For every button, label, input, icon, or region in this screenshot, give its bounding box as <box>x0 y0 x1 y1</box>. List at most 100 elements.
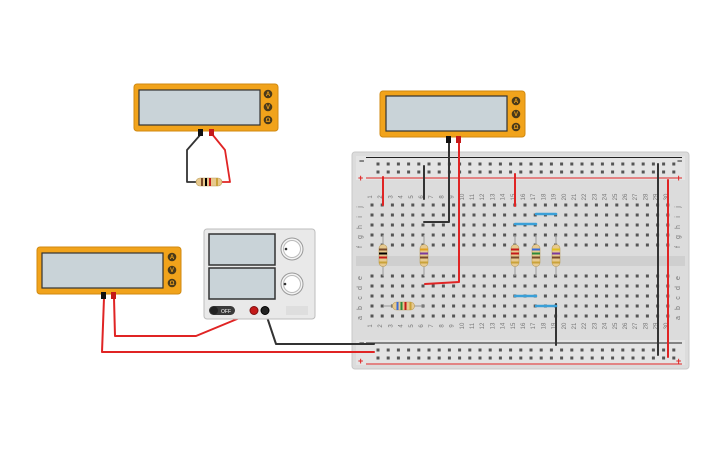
breadboard-hole[interactable] <box>615 233 619 237</box>
mode-selector[interactable]: A V Ω <box>263 89 273 125</box>
breadboard-hole[interactable] <box>452 304 456 308</box>
breadboard-hole[interactable] <box>625 294 629 298</box>
breadboard-hole[interactable] <box>611 348 615 352</box>
breadboard-hole[interactable] <box>509 348 513 352</box>
breadboard-hole[interactable] <box>574 223 578 227</box>
breadboard-hole[interactable] <box>584 314 588 318</box>
breadboard-hole[interactable] <box>380 304 384 308</box>
breadboard-hole[interactable] <box>539 170 543 174</box>
breadboard-hole[interactable] <box>441 203 445 207</box>
breadboard-hole[interactable] <box>584 284 588 288</box>
mode-ohms[interactable]: Ω <box>170 281 175 287</box>
breadboard-hole[interactable] <box>672 348 676 352</box>
breadboard-hole[interactable] <box>503 233 507 237</box>
breadboard-hole[interactable] <box>584 274 588 278</box>
breadboard-hole[interactable] <box>407 356 411 360</box>
breadboard-hole[interactable] <box>662 348 666 352</box>
breadboard-hole[interactable] <box>462 294 466 298</box>
breadboard-hole[interactable] <box>482 314 486 318</box>
breadboard-hole[interactable] <box>605 213 609 217</box>
breadboard-hole[interactable] <box>380 213 384 217</box>
breadboard-hole[interactable] <box>533 284 537 288</box>
breadboard-hole[interactable] <box>492 284 496 288</box>
breadboard-hole[interactable] <box>625 314 629 318</box>
breadboard-hole[interactable] <box>411 284 415 288</box>
breadboard-hole[interactable] <box>462 243 466 247</box>
breadboard-hole[interactable] <box>533 213 537 217</box>
breadboard-hole[interactable] <box>605 233 609 237</box>
breadboard-hole[interactable] <box>431 213 435 217</box>
breadboard-hole[interactable] <box>554 294 558 298</box>
breadboard-hole[interactable] <box>407 170 411 174</box>
breadboard-hole[interactable] <box>615 304 619 308</box>
breadboard-hole[interactable] <box>662 162 666 166</box>
breadboard-hole[interactable] <box>645 233 649 237</box>
breadboard-hole[interactable] <box>611 356 615 360</box>
breadboard-hole[interactable] <box>509 162 513 166</box>
breadboard-hole[interactable] <box>437 162 441 166</box>
breadboard-hole[interactable] <box>672 170 676 174</box>
breadboard-hole[interactable] <box>488 356 492 360</box>
breadboard-hole[interactable] <box>533 203 537 207</box>
breadboard-hole[interactable] <box>427 162 431 166</box>
breadboard-hole[interactable] <box>427 348 431 352</box>
breadboard-hole[interactable] <box>492 274 496 278</box>
breadboard-hole[interactable] <box>651 162 655 166</box>
resistor-loose[interactable] <box>195 177 223 187</box>
breadboard-hole[interactable] <box>492 294 496 298</box>
breadboard-hole[interactable] <box>594 213 598 217</box>
breadboard-hole[interactable] <box>554 223 558 227</box>
breadboard-hole[interactable] <box>376 162 380 166</box>
breadboard-hole[interactable] <box>411 233 415 237</box>
breadboard-hole[interactable] <box>390 294 394 298</box>
breadboard-hole[interactable] <box>503 314 507 318</box>
breadboard-hole[interactable] <box>564 203 568 207</box>
breadboard-hole[interactable] <box>478 356 482 360</box>
breadboard-hole[interactable] <box>641 162 645 166</box>
breadboard-hole[interactable] <box>523 314 527 318</box>
breadboard-hole[interactable] <box>625 284 629 288</box>
breadboard-hole[interactable] <box>523 304 527 308</box>
breadboard-hole[interactable] <box>584 243 588 247</box>
breadboard-hole[interactable] <box>519 162 523 166</box>
breadboard-hole[interactable] <box>543 243 547 247</box>
breadboard-hole[interactable] <box>513 284 517 288</box>
breadboard-hole[interactable] <box>462 314 466 318</box>
breadboard-hole[interactable] <box>539 356 543 360</box>
breadboard-hole[interactable] <box>635 314 639 318</box>
breadboard-hole[interactable] <box>390 233 394 237</box>
breadboard-hole[interactable] <box>605 294 609 298</box>
breadboard-hole[interactable] <box>564 213 568 217</box>
breadboard-hole[interactable] <box>478 162 482 166</box>
breadboard-hole[interactable] <box>390 243 394 247</box>
breadboard-hole[interactable] <box>549 356 553 360</box>
breadboard-hole[interactable] <box>580 162 584 166</box>
breadboard[interactable]: − + − + − + − + 112233445566778899101011… <box>351 151 690 370</box>
breadboard-hole[interactable] <box>519 348 523 352</box>
breadboard-hole[interactable] <box>554 203 558 207</box>
mode-amps[interactable]: A <box>266 92 271 98</box>
breadboard-hole[interactable] <box>570 356 574 360</box>
breadboard-hole[interactable] <box>594 314 598 318</box>
breadboard-hole[interactable] <box>523 213 527 217</box>
breadboard-hole[interactable] <box>441 294 445 298</box>
breadboard-hole[interactable] <box>645 203 649 207</box>
breadboard-hole[interactable] <box>560 170 564 174</box>
breadboard-hole[interactable] <box>482 274 486 278</box>
breadboard-hole[interactable] <box>543 294 547 298</box>
breadboard-hole[interactable] <box>645 274 649 278</box>
breadboard-hole[interactable] <box>380 274 384 278</box>
breadboard-hole[interactable] <box>584 223 588 227</box>
breadboard-hole[interactable] <box>441 233 445 237</box>
breadboard-hole[interactable] <box>564 223 568 227</box>
breadboard-holes[interactable] <box>370 162 676 360</box>
breadboard-hole[interactable] <box>478 170 482 174</box>
breadboard-hole[interactable] <box>570 162 574 166</box>
breadboard-hole[interactable] <box>452 274 456 278</box>
breadboard-hole[interactable] <box>523 233 527 237</box>
breadboard-hole[interactable] <box>584 304 588 308</box>
breadboard-hole[interactable] <box>615 284 619 288</box>
breadboard-hole[interactable] <box>605 223 609 227</box>
breadboard-hole[interactable] <box>554 284 558 288</box>
breadboard-hole[interactable] <box>431 294 435 298</box>
